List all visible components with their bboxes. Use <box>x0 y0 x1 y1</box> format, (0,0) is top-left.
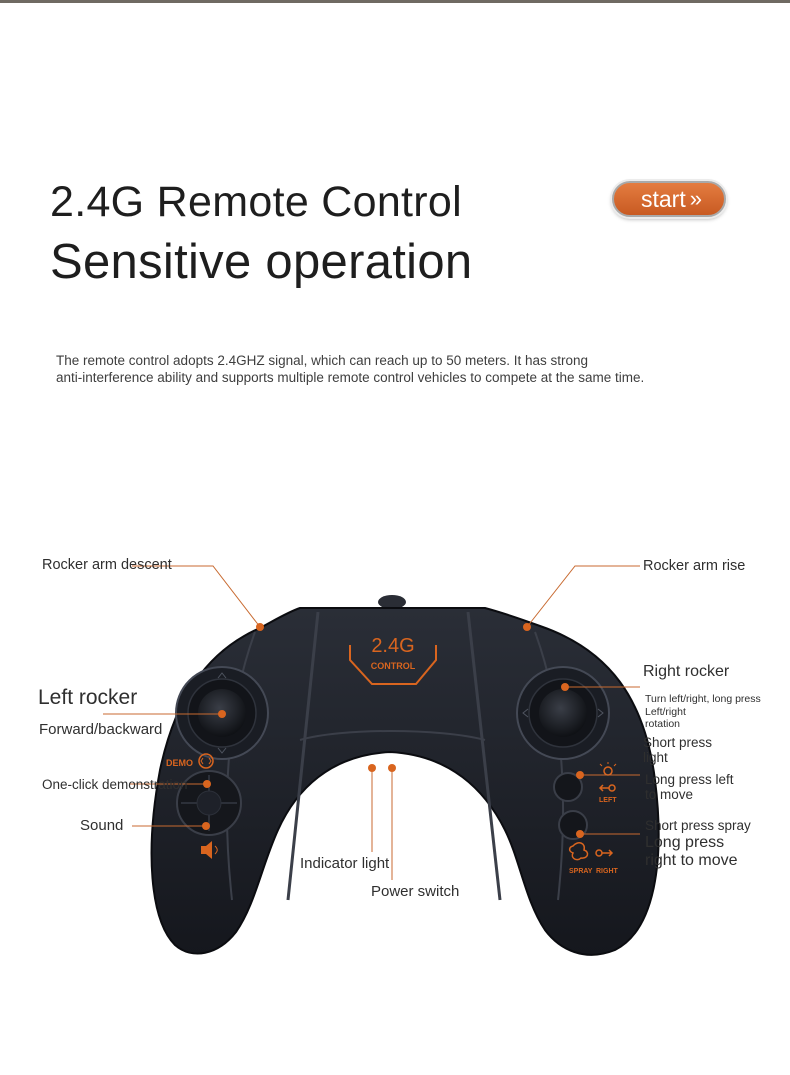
page-subtitle: Sensitive operation <box>50 235 473 289</box>
label-right-rocker: Right rocker <box>643 663 730 680</box>
label-short-press-spray: Short press spray <box>645 818 751 833</box>
start-button[interactable]: start » <box>612 181 726 217</box>
start-button-label: start <box>641 185 686 212</box>
body-ridge-right <box>466 611 502 901</box>
dot-descent <box>256 623 264 631</box>
speaker-icon <box>206 841 212 859</box>
light-button <box>553 772 583 802</box>
screen-big-text: 2.4G <box>371 635 414 657</box>
label-rocker-arm-descent: Rocker arm descent <box>42 557 172 573</box>
body-ridge-center <box>299 730 486 741</box>
right-stick-right-arrow <box>597 708 604 718</box>
dot-demo <box>203 780 211 788</box>
screen-small-text: CONTROL <box>371 661 416 671</box>
label-long-press-left-1: Long press left <box>645 772 734 787</box>
leader-descent <box>132 565 261 628</box>
label-one-click-demo: One-click demonstration <box>42 777 188 792</box>
left-arrow-icon <box>598 784 609 792</box>
right-stick-left-arrow <box>522 708 529 718</box>
label-turn-1: Turn left/right, long press <box>645 693 761 705</box>
dot-power <box>388 764 396 772</box>
label-turn-3: rotation <box>645 718 681 730</box>
page-title: 2.4G Remote Control <box>50 178 462 226</box>
label-forward-backward: Forward/backward <box>39 721 163 738</box>
spray-icon <box>568 842 589 861</box>
leader-dots <box>202 623 584 838</box>
left-dpad-center <box>196 790 222 816</box>
speaker-body-icon <box>201 846 206 854</box>
description-line-2: anti-interference ability and supports m… <box>56 370 645 385</box>
label-long-press-right-2: right to move <box>645 852 738 869</box>
left-button-label: LEFT <box>599 797 617 804</box>
dot-rise <box>523 623 531 631</box>
antenna-bump <box>378 595 406 609</box>
dot-sound <box>202 822 210 830</box>
description: The remote control adopts 2.4GHZ signal,… <box>56 352 756 386</box>
right-text: RIGHT <box>596 868 619 875</box>
label-short-press-light-2: light <box>643 750 668 765</box>
label-rocker-arm-rise: Rocker arm rise <box>643 558 746 574</box>
left-stick-down-arrow <box>217 747 227 754</box>
screen-badge-frame <box>349 645 437 685</box>
dot-right-rocker <box>561 683 569 691</box>
right-arrow-icon <box>602 849 614 857</box>
spray-text: SPRAY <box>569 868 593 875</box>
dot-indicator <box>368 764 376 772</box>
demo-label: DEMO <box>166 758 193 768</box>
label-power-switch: Power switch <box>371 883 460 900</box>
label-long-press-left-2: to move <box>645 787 694 802</box>
demo-gear-icon <box>198 753 214 769</box>
label-turn-2: Left/right <box>645 706 686 718</box>
demo-code-icon <box>200 757 212 765</box>
label-left-rocker: Left rocker <box>38 686 138 709</box>
bulb-rays-icon <box>599 762 617 767</box>
dot-light <box>576 771 584 779</box>
description-line-1: The remote control adopts 2.4GHZ signal,… <box>56 353 589 368</box>
label-indicator-light: Indicator light <box>300 855 390 872</box>
body-ridge-left <box>286 611 320 901</box>
top-border <box>0 0 790 3</box>
leader-rise <box>526 565 640 628</box>
label-short-press-light-1: Short press <box>643 735 713 750</box>
right-stick <box>539 689 587 737</box>
leader-lines <box>103 565 640 880</box>
dot-left-rocker <box>218 710 226 718</box>
sound-wave-icon <box>214 845 218 855</box>
dot-spray <box>576 830 584 838</box>
left-stick-up-arrow <box>217 672 227 679</box>
label-long-press-right-1: Long press <box>645 834 725 851</box>
label-sound: Sound <box>80 817 124 834</box>
